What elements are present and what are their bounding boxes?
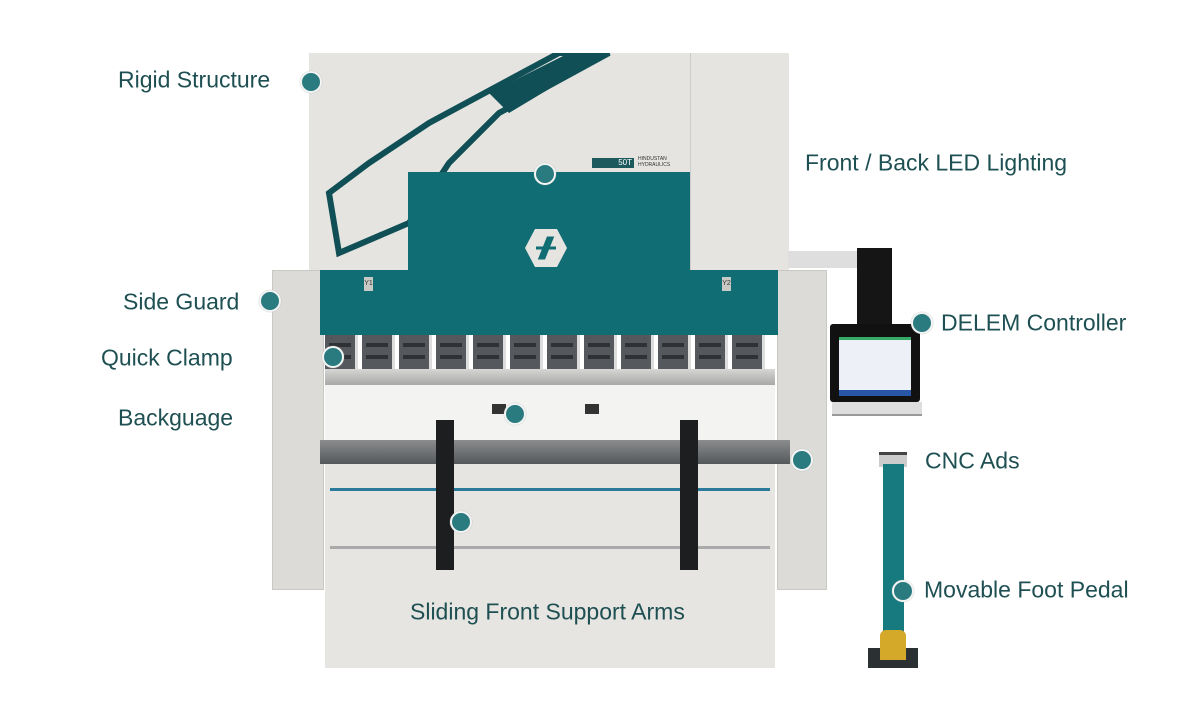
label-backguage: Backguage (118, 404, 234, 431)
label-quick-clamp: Quick Clamp (101, 344, 233, 371)
hotspot-delem-controller[interactable] (911, 312, 933, 334)
top-panel-right (690, 53, 789, 270)
label-led-lighting: Front / Back LED Lighting (805, 149, 1068, 176)
label-side-guard: Side Guard (123, 288, 240, 315)
hotspot-quick-clamp[interactable] (322, 346, 344, 368)
hotspot-rigid-structure[interactable] (300, 71, 322, 93)
controller-mount (857, 248, 892, 324)
scale-rail (330, 488, 770, 491)
hotspot-foot-pedal[interactable] (892, 580, 914, 602)
die-row (320, 440, 790, 464)
controller-handle (832, 402, 922, 416)
brand-logo-text: HINDUSTAN HYDRAULICS (638, 156, 671, 168)
controller-arm (788, 251, 863, 268)
side-frame-left (272, 270, 324, 590)
label-rigid-structure: Rigid Structure (118, 66, 271, 93)
foot-pedal (880, 630, 906, 660)
backgauge-area (325, 385, 775, 440)
top-panel-left (309, 53, 409, 270)
support-rail (330, 546, 770, 549)
cylinder-label-y2: Y2 (722, 277, 731, 291)
hexagon-logo-icon (525, 229, 567, 267)
hotspot-cnc-ads[interactable] (791, 449, 813, 471)
pedal-stand-top (879, 452, 907, 467)
label-cnc-ads: CNC Ads (925, 447, 1020, 474)
support-arm-right (680, 420, 698, 570)
label-support-arms: Sliding Front Support Arms (410, 598, 685, 625)
label-foot-pedal: Movable Foot Pedal (924, 576, 1129, 603)
support-arm-left (436, 420, 454, 570)
machine-bed (325, 464, 775, 668)
delem-screen (830, 324, 920, 402)
backgauge-finger-2 (585, 404, 599, 414)
label-delem-controller: DELEM Controller (941, 309, 1127, 336)
pedal-pole (883, 464, 904, 632)
screen-display (839, 337, 911, 396)
side-frame-right (777, 270, 827, 590)
cylinder-label-y1: Y1 (364, 277, 373, 291)
hotspot-support-arms[interactable] (450, 511, 472, 533)
ram (320, 270, 778, 335)
model-badge: 50T (592, 158, 634, 168)
hotspot-led-lighting[interactable] (534, 163, 556, 185)
punch-beam (325, 369, 775, 385)
hotspot-side-guard[interactable] (259, 290, 281, 312)
hotspot-backguage[interactable] (504, 403, 526, 425)
backgauge-finger-1 (492, 404, 506, 414)
